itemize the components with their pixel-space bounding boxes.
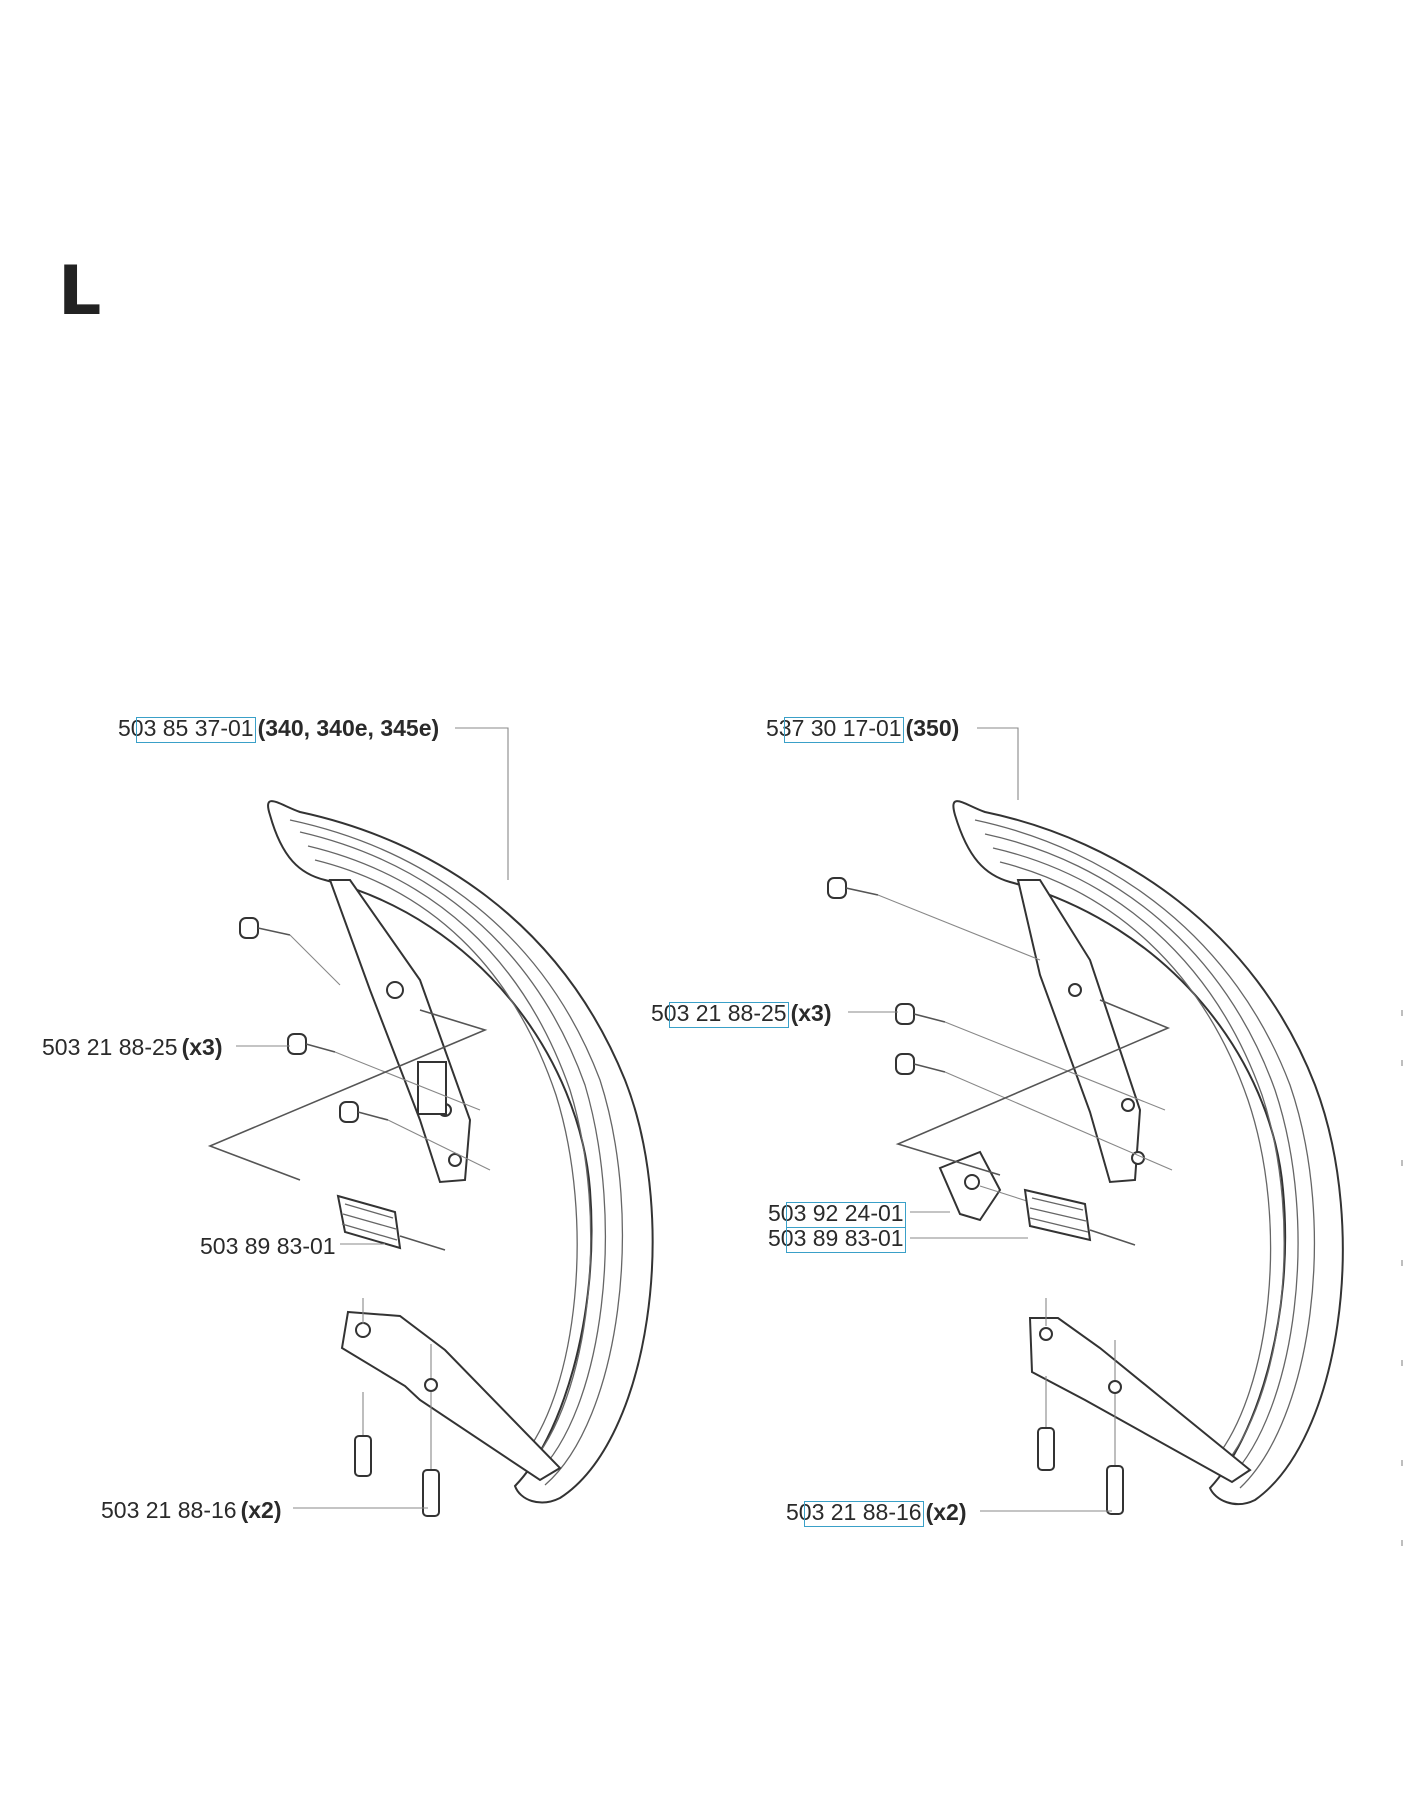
right-bracket <box>938 1150 1031 1222</box>
qty-left-screws-top: (x3) <box>181 1034 223 1060</box>
right-screw-lower <box>895 1053 1173 1171</box>
left-damper <box>336 1194 446 1251</box>
left-screw-lower <box>339 1101 491 1171</box>
label-left-screws-top: 503 21 88-25(x3) <box>42 1034 222 1060</box>
part-number-left-screws-top[interactable]: 503 21 88-25 <box>42 1034 178 1060</box>
qty-right-screws-top: (x3) <box>790 1000 832 1026</box>
part-number-left-handle[interactable]: 503 85 37-01 <box>118 715 256 743</box>
label-right-bracket: 503 92 24-01 <box>768 1200 906 1228</box>
right-damper <box>1023 1188 1136 1246</box>
qty-right-screws-bottom: (x2) <box>925 1499 967 1525</box>
right-screw-top <box>827 877 1041 961</box>
label-right-screws-bottom: 503 21 88-16(x2) <box>786 1499 967 1527</box>
part-number-left-screws-bottom[interactable]: 503 21 88-16 <box>101 1497 237 1523</box>
label-right-screws-top: 503 21 88-25(x3) <box>651 1000 832 1028</box>
label-left-screws-bottom: 503 21 88-16(x2) <box>101 1497 281 1523</box>
left-screw-upper <box>239 917 341 986</box>
part-number-right-screws-top[interactable]: 503 21 88-25 <box>651 1000 789 1028</box>
left-front-handle-drawing <box>207 727 654 1517</box>
models-left-handle: (340, 340e, 345e) <box>257 715 440 741</box>
part-number-right-screws-bottom[interactable]: 503 21 88-16 <box>786 1499 924 1527</box>
right-screw-middle <box>895 1003 1166 1111</box>
part-number-right-damper[interactable]: 503 89 83-01 <box>768 1225 906 1253</box>
left-bottom-screws <box>354 1298 440 1517</box>
right-front-handle-drawing <box>827 727 1344 1515</box>
label-right-handle: 537 30 17-01(350) <box>766 715 960 743</box>
label-left-damper: 503 89 83-01 <box>200 1233 336 1259</box>
label-right-damper: 503 89 83-01 <box>768 1225 906 1253</box>
left-screw-middle <box>287 1033 481 1111</box>
part-number-left-damper[interactable]: 503 89 83-01 <box>200 1233 336 1259</box>
qty-left-screws-bottom: (x2) <box>240 1497 282 1523</box>
part-number-right-bracket[interactable]: 503 92 24-01 <box>768 1200 906 1228</box>
right-bottom-screws <box>1037 1298 1124 1515</box>
models-right-handle: (350) <box>905 715 960 741</box>
section-letter: L <box>58 252 102 331</box>
label-left-handle: 503 85 37-01(340, 340e, 345e) <box>118 715 440 743</box>
part-number-right-handle[interactable]: 537 30 17-01 <box>766 715 904 743</box>
